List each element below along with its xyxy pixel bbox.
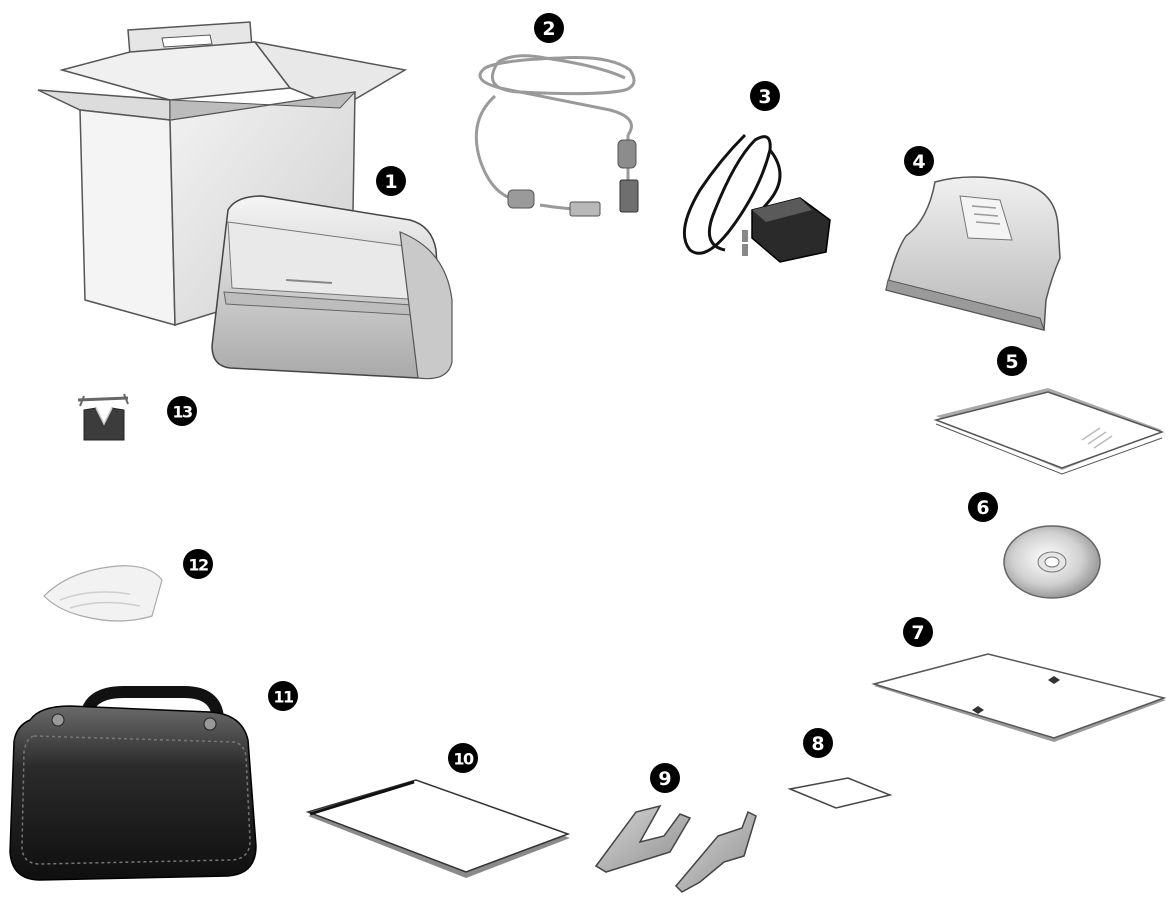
item-cd	[1003, 525, 1101, 599]
item-carrier-sheet	[305, 779, 571, 878]
number-badge-circle	[903, 617, 933, 647]
paper-guide-left-icon	[594, 804, 692, 873]
number-badge-label: 3	[758, 86, 771, 108]
number-badge-circle	[750, 81, 780, 111]
item-usb-cable	[474, 54, 639, 217]
number-badge-circle	[534, 13, 564, 43]
cd-disc-icon	[1003, 525, 1101, 599]
paper-tray-icon	[885, 176, 1061, 331]
number-badge-12: 12	[183, 549, 213, 579]
number-badge-circle	[167, 396, 197, 426]
number-badge-label: 4	[912, 151, 925, 173]
number-badge-11: 11	[268, 681, 298, 711]
number-badge-circle	[803, 728, 833, 758]
calibration-sheet-icon	[871, 653, 1167, 742]
carrier-sheet-icon	[305, 779, 571, 878]
scanner-icon	[211, 195, 453, 380]
number-badge-5: 5	[997, 346, 1027, 376]
number-badge-circle	[650, 763, 680, 793]
number-badge-6: 6	[968, 492, 998, 522]
number-badge-9: 9	[650, 763, 680, 793]
number-badge-circle	[268, 681, 298, 711]
number-badge-label: 13	[172, 403, 192, 422]
usb-plug-icon	[619, 179, 639, 213]
number-badge-10: 10	[448, 743, 478, 773]
item-scanner-box	[37, 21, 453, 380]
number-badge-7: 7	[903, 617, 933, 647]
number-badge-label: 6	[976, 497, 989, 519]
item-calibration-sheet	[871, 653, 1167, 742]
clip-icon	[77, 393, 129, 441]
number-badge-label: 7	[911, 622, 924, 644]
paper-guide-right-icon	[674, 810, 757, 893]
power-cord-icon	[682, 133, 782, 255]
quick-guide-icon	[933, 388, 1165, 475]
carrying-bag-icon	[9, 686, 257, 881]
number-badge-label: 12	[188, 556, 208, 575]
item-paper-tray	[885, 176, 1061, 331]
power-adapter-icon	[742, 197, 831, 263]
cleaning-cloth-icon	[43, 565, 163, 622]
item-quick-guide	[933, 388, 1165, 475]
number-badge-circle	[968, 492, 998, 522]
number-badge-13: 13	[167, 396, 197, 426]
number-badge-circle	[183, 549, 213, 579]
usb-cable-icon	[474, 54, 636, 212]
number-badge-label: 8	[811, 733, 824, 755]
item-power-adapter	[682, 133, 831, 263]
ferrite-bead-icon	[617, 139, 637, 169]
number-badge-8: 8	[803, 728, 833, 758]
number-badge-circle	[904, 146, 934, 176]
item-paper-guides	[594, 804, 757, 893]
small-card-icon	[787, 777, 893, 809]
number-badge-label: 11	[273, 688, 294, 707]
number-badge-label: 9	[658, 768, 671, 790]
ferrite-bead-2-icon	[507, 189, 535, 209]
number-badge-2: 2	[534, 13, 564, 43]
item-cleaning-cloth	[43, 565, 163, 622]
number-badge-3: 3	[750, 81, 780, 111]
usb-b-plug-icon	[569, 201, 601, 217]
number-badge-label: 1	[384, 171, 397, 193]
number-badge-circle	[997, 346, 1027, 376]
item-carrying-bag	[9, 686, 257, 881]
number-badge-4: 4	[904, 146, 934, 176]
number-badge-label: 2	[542, 18, 555, 40]
number-badge-circle	[448, 743, 478, 773]
item-small-card	[787, 777, 893, 809]
item-clip	[77, 393, 129, 441]
number-badge-label: 10	[453, 750, 474, 769]
number-badge-circle	[376, 166, 406, 196]
number-badge-1: 1	[376, 166, 406, 196]
number-badge-label: 5	[1005, 351, 1018, 373]
